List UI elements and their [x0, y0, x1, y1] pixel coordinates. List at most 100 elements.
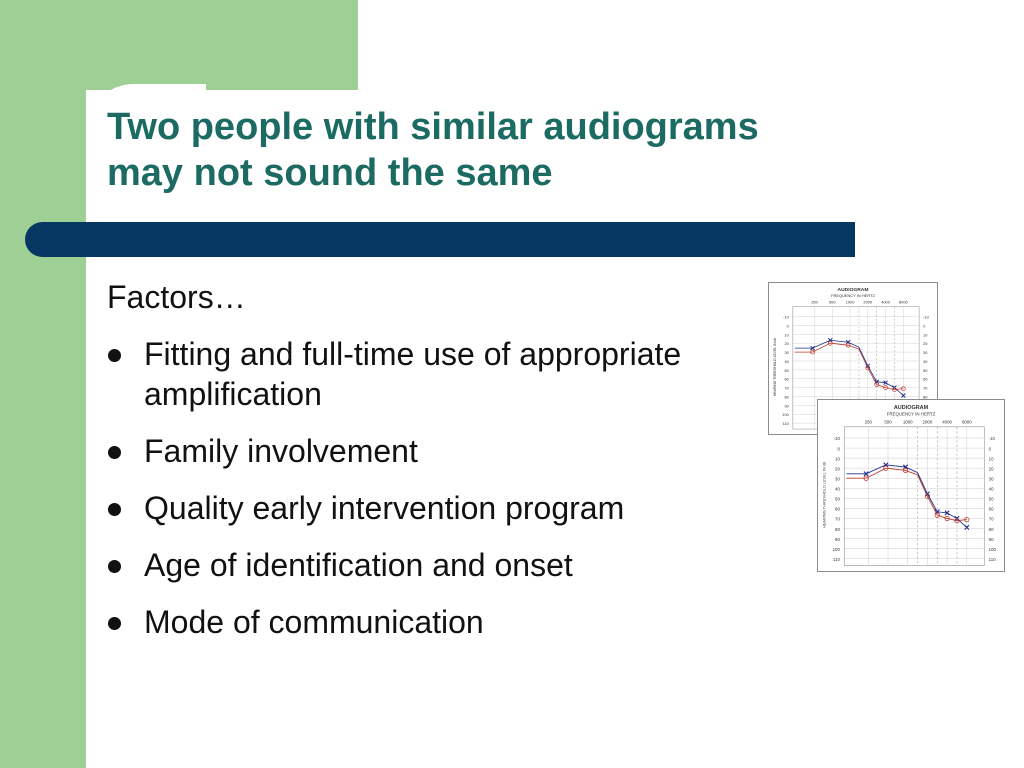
- series-o-marks: [863, 465, 970, 524]
- db-tick: 40: [835, 486, 840, 491]
- audiogram-ylabel: HEARING THRESHOLD LEVEL IN db: [773, 338, 777, 397]
- factor-text: Age of identification and onset: [144, 547, 573, 583]
- db-tick-right: 100: [989, 547, 997, 552]
- slide-title: Two people with similar audiograms may n…: [107, 104, 987, 196]
- factor-item: Fitting and full-time use of appropriate…: [104, 334, 764, 414]
- db-tick: 80: [784, 394, 789, 399]
- db-tick: 90: [835, 537, 840, 542]
- factor-item: Family involvement: [104, 431, 764, 471]
- bullet-dot: [108, 503, 121, 516]
- db-tick-right: 110: [989, 557, 996, 562]
- db-tick-right: 0: [923, 323, 926, 328]
- db-tick: 60: [835, 507, 840, 512]
- title-line-1: Two people with similar audiograms: [107, 106, 759, 148]
- db-tick: 50: [835, 497, 840, 502]
- db-tick-right: 0: [989, 446, 992, 451]
- factor-text: Fitting and full-time use of appropriate…: [144, 336, 682, 412]
- green-top-band: [0, 0, 358, 90]
- freq-tick: 8000: [899, 300, 909, 305]
- db-tick-right: 50: [989, 497, 994, 502]
- db-tick-right: 40: [989, 486, 994, 491]
- db-tick: 30: [835, 476, 840, 481]
- title-divider-bar: [25, 222, 855, 257]
- freq-tick: 1000: [846, 300, 856, 305]
- db-tick-right: 50: [923, 368, 928, 373]
- white-rounded-corner: [86, 84, 206, 204]
- freq-tick-labels: 250 500 1000 2000 4000 8000: [811, 300, 908, 305]
- db-tick-right: 90: [989, 537, 994, 542]
- db-tick-right: 80: [989, 527, 994, 532]
- freq-tick: 250: [811, 300, 818, 305]
- audiogram-dashed-gridlines: [917, 426, 958, 566]
- db-tick: 50: [784, 368, 789, 373]
- audiogram-svg-2: AUDIOGRAM FREQUENCY IN HERTZ 250 500 100…: [822, 405, 997, 566]
- freq-tick: 8000: [962, 419, 972, 424]
- series-o-line: [794, 342, 904, 390]
- audiogram-image-1: AUDIOGRAM FREQUENCY IN HERTZ 250 500 100…: [768, 282, 938, 435]
- db-tick: 20: [835, 466, 840, 471]
- db-tick: 70: [835, 517, 840, 522]
- audiogram-frame: [843, 426, 985, 566]
- db-tick-right: 20: [989, 466, 994, 471]
- audiogram-series: [794, 337, 906, 398]
- db-tick-right: 70: [989, 517, 994, 522]
- audiogram-ylabel: HEARING THRESHOLD LEVEL IN db: [822, 462, 827, 528]
- db-tick-right: 80: [923, 394, 928, 399]
- audiogram-image-2: AUDIOGRAM FREQUENCY IN HERTZ 250 500 100…: [817, 399, 1005, 572]
- factor-text: Mode of communication: [144, 604, 484, 640]
- freq-tick: 250: [865, 419, 873, 424]
- db-tick: 20: [784, 341, 789, 346]
- factor-text: Family involvement: [144, 433, 418, 469]
- db-tick: 10: [835, 456, 840, 461]
- factor-text: Quality early intervention program: [144, 490, 625, 526]
- factor-list: Fitting and full-time use of appropriate…: [104, 334, 764, 659]
- db-tick-right: 40: [923, 359, 928, 364]
- series-o-line: [846, 467, 967, 522]
- db-tick-right: 20: [923, 341, 928, 346]
- db-tick-right: 30: [989, 476, 994, 481]
- audiogram-series: [846, 462, 970, 531]
- white-header-area: [358, 0, 1024, 90]
- bullet-dot: [108, 617, 121, 630]
- series-x-line: [794, 339, 904, 396]
- title-line-2: may not sound the same: [107, 152, 553, 194]
- factor-item: Mode of communication: [104, 602, 764, 642]
- db-tick: 0: [787, 323, 790, 328]
- db-tick: 40: [784, 359, 789, 364]
- db-tick: -10: [834, 436, 841, 441]
- audiogram-gridlines: [792, 306, 920, 430]
- series-o-marks: [810, 340, 906, 392]
- green-side-band: [0, 0, 86, 768]
- db-tick-right: -10: [989, 436, 996, 441]
- db-tick: 70: [784, 386, 789, 391]
- audiogram-title: AUDIOGRAM: [838, 287, 869, 293]
- db-tick-right: -10: [923, 315, 930, 320]
- audiogram-subtitle: FREQUENCY IN HERTZ: [887, 412, 936, 417]
- db-tick-labels: -10 0 10 20 30 40 50 60 70 80 90 100 110: [833, 436, 841, 562]
- db-tick-right: 70: [923, 386, 928, 391]
- freq-tick: 4000: [881, 300, 891, 305]
- audiogram-svg-1: AUDIOGRAM FREQUENCY IN HERTZ 250 500 100…: [773, 287, 930, 430]
- factors-heading: Factors…: [107, 279, 246, 315]
- freq-tick: 2000: [923, 419, 933, 424]
- db-tick: 30: [784, 350, 789, 355]
- db-tick-labels-right: -10 0 10 20 30 40 50 60 70 80 90 100 110: [989, 436, 997, 562]
- db-tick: 100: [782, 412, 789, 417]
- db-tick: 80: [835, 527, 840, 532]
- freq-tick: 2000: [863, 300, 873, 305]
- db-tick-right: 30: [923, 350, 928, 355]
- db-tick: 0: [837, 446, 840, 451]
- db-tick: 10: [784, 332, 789, 337]
- db-tick-right: 10: [989, 456, 994, 461]
- audiogram-gridlines: [844, 426, 985, 566]
- bullet-dot: [108, 349, 121, 362]
- db-tick: 90: [784, 403, 789, 408]
- db-tick-labels: -10 0 10 20 30 40 50 60 70 80 90 100 110: [782, 315, 789, 427]
- db-tick-right: 60: [989, 507, 994, 512]
- db-tick: 110: [833, 557, 840, 562]
- db-tick: -10: [783, 315, 790, 320]
- db-tick-right: 60: [923, 377, 928, 382]
- bullet-dot: [108, 446, 121, 459]
- series-x-line: [846, 464, 968, 528]
- audiogram-title: AUDIOGRAM: [894, 405, 929, 411]
